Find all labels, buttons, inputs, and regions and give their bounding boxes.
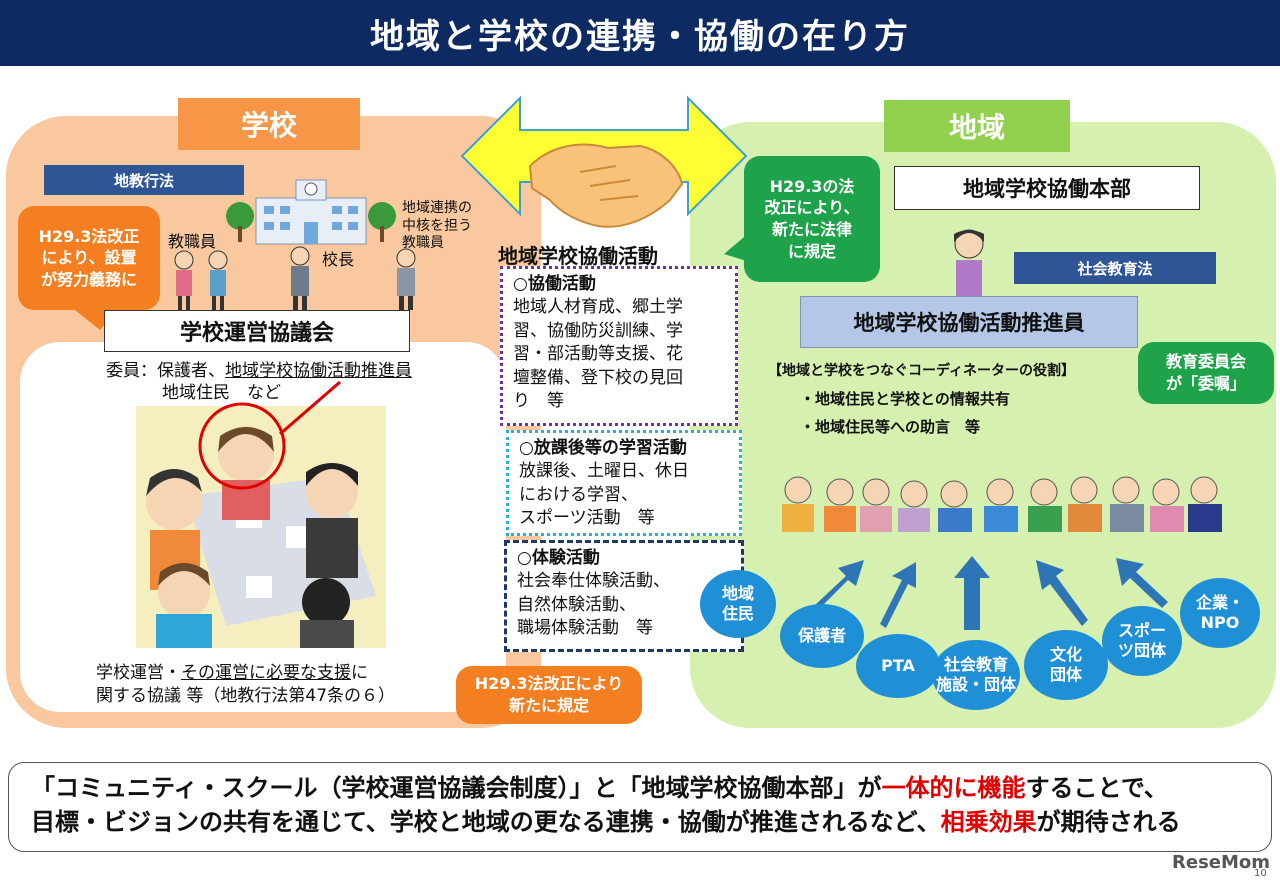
desc-part: 学校運営・ xyxy=(96,663,181,683)
desc-underlined: その運営に必要な支援 xyxy=(181,663,351,683)
callout-line: が「委嘱」 xyxy=(1165,374,1246,393)
label-staff: 教職員 xyxy=(168,232,217,251)
circle-social-education-facilities: 社会教育 施設・団体 xyxy=(932,640,1020,710)
callout-line: H29.3の法 xyxy=(769,176,855,196)
summary-emphasis: 相乗効果 xyxy=(940,808,1037,837)
circle-line: 文化 xyxy=(1049,645,1082,664)
callout-line: により、設置 xyxy=(41,248,137,268)
callout-line: 新たに法律 xyxy=(771,220,852,239)
label-core-staff: 地域連携の 中核を担う 教職員 xyxy=(402,200,472,253)
circle-line: NPO xyxy=(1200,613,1240,632)
circle-line: 社会教育 xyxy=(943,655,1008,674)
support-arrows xyxy=(814,556,1168,630)
callout-line: 改正により、 xyxy=(764,198,860,218)
summary-emphasis: 一体的に機能 xyxy=(881,774,1026,802)
activity-line: 自然体験活動、 xyxy=(517,594,636,615)
circle-line: 企業・ xyxy=(1195,593,1244,612)
school-building-icon xyxy=(226,179,396,245)
council-members: 委員：保護者、地域学校協働活動推進員 地域住民 など xyxy=(106,360,412,404)
activity-line: スポーツ活動 等 xyxy=(519,508,655,529)
circle-line: ツ団体 xyxy=(1117,641,1166,660)
callout-line: 教育委員会 xyxy=(1165,352,1246,372)
summary-text: 「コミュニティ・スクール（学校運営協議会制度）」と「地域学校協働本部」が xyxy=(31,774,882,802)
desc-line2: 関する協議 等（地教行法第47条の６） xyxy=(96,685,396,706)
activities-heading: 地域学校協働活動 xyxy=(498,244,658,268)
summary-text: が期待される xyxy=(1036,808,1181,837)
callout-tail xyxy=(724,232,750,262)
activity-line: 壇整備、登下校の見回 xyxy=(513,367,683,388)
callout-line: に規定 xyxy=(787,241,836,261)
staff-people-icon xyxy=(174,246,416,310)
callout-line: H29.3法改正 xyxy=(38,226,140,246)
members-line2: 地域住民 など xyxy=(162,383,281,404)
callout-law-region: H29.3の法 改正により、 新たに法律 に規定 xyxy=(744,156,880,282)
activity-box-afterschool: ○放課後等の学習活動 放課後、土曜日、休日 における学習、 スポーツ活動 等 xyxy=(506,430,742,536)
label-line: 中核を担う xyxy=(402,217,472,234)
desc-part: に xyxy=(351,663,368,683)
activity-heading: ○体験活動 xyxy=(517,548,600,568)
callout-line: H29.3法改正により xyxy=(474,674,624,694)
activity-heading: ○放課後等の学習活動 xyxy=(519,438,687,458)
callout-line: が努力義務に xyxy=(40,269,137,289)
summary-text: 目標・ビジョンの共有を通じて、学校と地域の更なる連携・協働が推進されるなど、 xyxy=(31,808,941,837)
activity-line: 職場体験活動 等 xyxy=(517,618,653,639)
summary-line-1: 「コミュニティ・スクール（学校運営協議会制度）」と「地域学校協働本部」が一体的に… xyxy=(31,771,1271,805)
activity-line: 習・部活動等支援、花 xyxy=(513,344,683,365)
promoter-title: 地域学校協働活動推進員 xyxy=(800,296,1138,348)
members-promoter: 地域学校協働活動推進員 xyxy=(225,361,412,381)
activity-line: り 等 xyxy=(513,391,564,412)
members-prefix: 委員：保護者、 xyxy=(106,361,225,381)
circle-line: スポー xyxy=(1117,621,1166,640)
circle-line: 団体 xyxy=(1049,665,1082,684)
hq-title: 地域学校協働本部 xyxy=(894,166,1200,210)
summary-text: することで、 xyxy=(1025,774,1168,802)
callout-line: 新たに規定 xyxy=(508,696,589,715)
activity-line: 放課後、土曜日、休日 xyxy=(519,461,689,482)
promoter-person-icon xyxy=(954,229,984,296)
label-line: 教職員 xyxy=(402,235,444,251)
label-line: 地域連携の xyxy=(402,200,472,216)
meeting-illustration xyxy=(136,406,386,648)
region-tab: 地域 xyxy=(884,100,1070,152)
callout-establishment: H29.3法改正 により、設置 が努力義務に xyxy=(18,206,160,310)
highlight-circle xyxy=(198,380,341,490)
callout-new-provision: H29.3法改正により 新たに規定 xyxy=(456,666,642,724)
circle-pta: PTA xyxy=(856,634,940,698)
activity-box-collaboration: ○協働活動 地域人材育成、郷土学 習、協働防災訓練、学 習・部活動等支援、花 壇… xyxy=(500,266,738,426)
activity-line: 社会奉仕体験活動、 xyxy=(517,571,670,592)
community-people-icon xyxy=(782,476,1222,532)
page-title: 地域と学校の連携・協働の在り方 xyxy=(0,0,1280,66)
activity-line: における学習、 xyxy=(519,484,638,505)
circle-companies-npo: 企業・ NPO xyxy=(1180,578,1260,648)
activity-heading: ○協働活動 xyxy=(513,274,596,294)
circle-cultural-groups: 文化 団体 xyxy=(1024,630,1108,700)
circle-line: 施設・団体 xyxy=(935,675,1016,694)
council-description: 学校運営・その運営に必要な支援に 関する協議 等（地教行法第47条の６） xyxy=(96,662,395,708)
page-number: 10 xyxy=(1254,868,1267,879)
activity-line: 習、協働防災訓練、学 xyxy=(513,320,683,341)
coordinator-role: 【地域と学校をつなぐコーディネーターの役割】 xyxy=(768,363,1076,379)
activity-line: 地域人材育成、郷土学 xyxy=(513,297,683,318)
role-item-advice: ・地域住民等への助言 等 xyxy=(800,418,981,436)
circle-sports-groups: スポー ツ団体 xyxy=(1102,606,1182,676)
circle-local-residents: 地域 住民 xyxy=(700,570,776,638)
school-tab: 学校 xyxy=(178,98,360,150)
callout-board: 教育委員会 が「委嘱」 xyxy=(1138,342,1274,404)
summary-line-2: 目標・ビジョンの共有を通じて、学校と地域の更なる連携・協働が推進されるなど、相乗… xyxy=(31,805,1271,839)
council-title: 学校運営協議会 xyxy=(104,310,410,352)
handshake-icon xyxy=(528,143,684,228)
law-label-local-admin: 地教行法 xyxy=(44,165,244,195)
law-label-social-education: 社会教育法 xyxy=(1014,252,1216,284)
summary-box: 「コミュニティ・スクール（学校運営協議会制度）」と「地域学校協働本部」が一体的に… xyxy=(8,762,1272,852)
circle-parents: 保護者 xyxy=(780,604,864,668)
label-principal: 校長 xyxy=(322,250,355,269)
watermark: ReseMom xyxy=(1172,852,1271,873)
role-item-info-sharing: ・地域住民と学校との情報共有 xyxy=(800,390,1010,408)
